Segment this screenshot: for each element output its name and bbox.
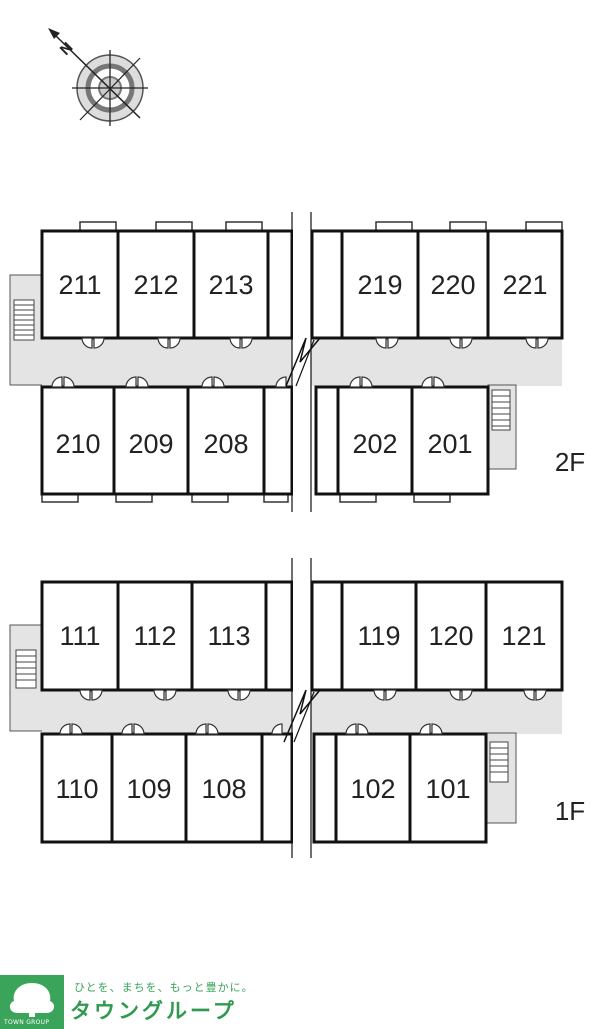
unit-label: 110 <box>55 774 98 804</box>
floor-2f-labels: 211 212 213 219 220 221 210 209 208 202 … <box>55 270 585 477</box>
unit-label: 112 <box>133 621 176 651</box>
unit-label: 101 <box>425 774 470 804</box>
unit-label: 208 <box>203 429 248 459</box>
unit-label: 220 <box>430 270 475 300</box>
unit-110 <box>40 732 114 844</box>
unit-219 <box>340 229 420 340</box>
stair-icon <box>15 649 37 689</box>
floor-1f-plan <box>9 558 564 858</box>
unit-210 <box>40 385 116 496</box>
stair-icon <box>489 741 509 783</box>
unit-label: 113 <box>207 621 250 651</box>
floor-label-2f: 2F <box>555 447 585 477</box>
unit-213 <box>192 229 270 340</box>
logo-name-en: TOWN GROUP <box>4 1019 50 1026</box>
unit-119 <box>340 580 418 692</box>
unit-202 <box>336 385 414 496</box>
logo-name: タウングループ <box>70 999 237 1023</box>
unit-label: 121 <box>501 621 546 651</box>
stair-icon <box>13 299 35 341</box>
unit-112 <box>116 580 194 692</box>
unit-label: 219 <box>357 270 402 300</box>
floor-1f-labels: 111 112 113 119 120 121 110 109 108 102 … <box>55 621 585 826</box>
unit-label: 108 <box>201 774 246 804</box>
floor-2f-plan <box>9 212 564 512</box>
unit-221 <box>486 229 564 340</box>
unit-label: 109 <box>126 774 171 804</box>
floor-plan-diagram: N <box>9 28 585 858</box>
unit-label: 211 <box>58 270 101 300</box>
logo-tagline: ひとを、まちを、もっと豊かに。 <box>74 981 254 994</box>
unit-label: 102 <box>350 774 395 804</box>
compass-icon: N <box>48 28 148 126</box>
unit-label: 201 <box>427 429 472 459</box>
unit-label: 111 <box>59 621 100 651</box>
unit-label: 212 <box>133 270 178 300</box>
unit-label: 119 <box>357 621 400 651</box>
unit-102 <box>334 732 412 844</box>
compass-north-label: N <box>57 39 77 59</box>
unit-208 <box>186 385 266 496</box>
unit-label: 213 <box>208 270 253 300</box>
unit-211 <box>40 229 120 340</box>
unit-label: 221 <box>502 270 547 300</box>
unit-label: 210 <box>55 429 100 459</box>
unit-label: 120 <box>428 621 473 651</box>
floor-label-1f: 1F <box>555 796 585 826</box>
stair-icon <box>491 389 511 431</box>
unit-label: 202 <box>352 429 397 459</box>
unit-101 <box>408 732 488 844</box>
unit-label: 209 <box>128 429 173 459</box>
unit-209 <box>112 385 190 496</box>
town-group-logo: TOWN GROUP ひとを、まちを、もっと豊かに。 タウングループ <box>0 975 300 1029</box>
tree-logo-icon <box>0 975 64 1029</box>
unit-212 <box>116 229 196 340</box>
unit-111 <box>40 580 120 692</box>
unit-201 <box>410 385 490 496</box>
